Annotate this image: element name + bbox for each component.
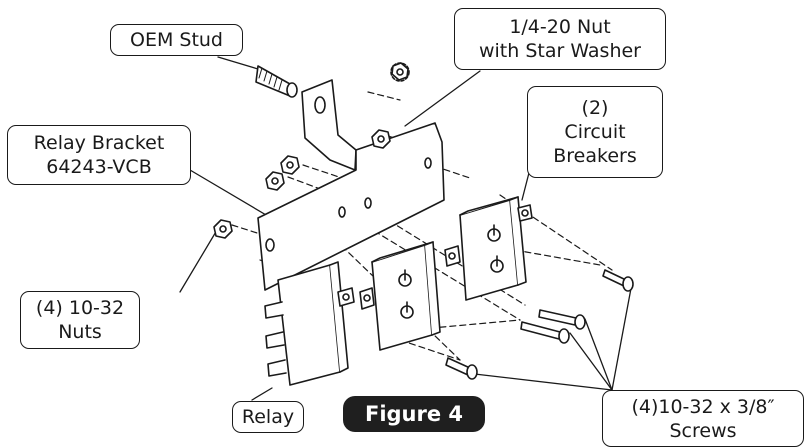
star-washer-nut-part <box>390 62 410 82</box>
callout-relay-bracket: Relay Bracket 64243-VCB <box>7 125 191 185</box>
callout-relay: Relay <box>232 401 304 433</box>
circuit-breaker-part <box>359 241 441 351</box>
leader-lines <box>179 56 633 401</box>
screws-part <box>445 269 634 380</box>
callout-circuit-breakers: (2) Circuit Breakers <box>527 86 663 178</box>
circuit-breaker-part <box>444 196 533 301</box>
callout-nut-star-washer: 1/4-20 Nut with Star Washer <box>454 8 666 70</box>
callout-nuts: (4) 10-32 Nuts <box>20 291 140 349</box>
callout-oem-stud: OEM Stud <box>110 24 243 56</box>
figure-label: Figure 4 <box>343 396 485 432</box>
hex-nuts-part <box>213 129 391 239</box>
callout-screws: (4)10-32 x 3/8″ Screws <box>602 390 804 447</box>
relay-part <box>264 261 355 386</box>
bracket-tab-part <box>301 79 357 171</box>
oem-stud-part <box>255 65 298 98</box>
